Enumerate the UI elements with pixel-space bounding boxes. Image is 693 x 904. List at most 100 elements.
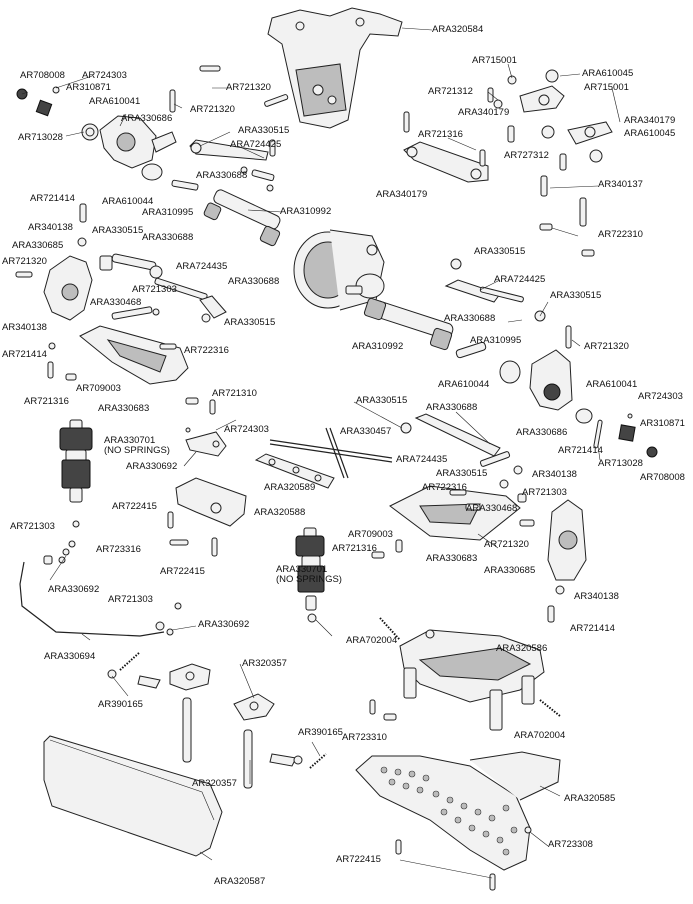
hinge-pins [269,427,393,479]
label-ar715001-a: AR715001 [472,55,517,66]
leader-lines [21,27,621,879]
label-ar390165-a: AR390165 [98,699,143,710]
label-ar722415-b: AR722415 [160,566,205,577]
label-ara330701-a-note: (NO SPRINGS) [104,445,170,456]
label-ar715001-b: AR715001 [584,82,629,93]
right-tie-rod [400,413,523,489]
label-ar721316-top: AR721316 [418,129,463,140]
steering-linkage-right [444,258,572,349]
label-ar727312: AR727312 [504,150,549,161]
label-ara310995-a: ARA310995 [142,207,194,218]
label-ara724435-b: ARA724435 [396,454,448,465]
steering-bellcrank-right [487,69,613,171]
label-ara330515-f: ARA330515 [356,395,408,406]
label-ara330685-a: ARA330685 [12,240,64,251]
label-ara340179-b: ARA340179 [624,115,676,126]
label-ara330694: ARA330694 [44,651,96,662]
label-ara330686: ARA330686 [121,113,173,124]
label-ara330515-c: ARA330515 [224,317,276,328]
label-ar721320-l: AR721320 [2,256,47,267]
label-ar724303: AR724303 [82,70,127,81]
label-ar723308: AR723308 [548,839,593,850]
drag-link [403,111,489,183]
body-posts [169,663,275,789]
label-ar340138-b: AR340138 [2,322,47,333]
label-ara330692-b: ARA330692 [48,584,100,595]
label-ar340137: AR340137 [598,179,643,190]
label-ar390165-b: AR390165 [298,727,343,738]
label-ar721414-c: AR721414 [558,445,603,456]
left-shock [59,419,93,528]
label-ara330683-a: ARA330683 [98,403,150,414]
label-ar722310: AR722310 [598,229,643,240]
label-ar721316-b: AR721316 [332,543,377,554]
label-ara330515-a: ARA330515 [238,125,290,136]
turnbuckle-spring-right [269,753,327,769]
label-ar721320-top: AR721320 [226,82,271,93]
label-ar724303-r: AR724303 [638,391,683,402]
front-left-hub [16,86,177,181]
label-ara330688-a: ARA330688 [196,170,248,181]
label-ara330686-r: ARA330686 [516,427,568,438]
label-ar721320-b: AR721320 [484,539,529,550]
skid-plate [355,751,561,891]
sway-bar [19,540,182,637]
label-ara330468-a: ARA330468 [90,297,142,308]
steering-linkage-left [171,139,276,192]
label-ara340179-a: ARA340179 [458,107,510,118]
label-ara330457: ARA330457 [340,426,392,437]
label-ara610045-b: ARA610045 [624,128,676,139]
bumper-mount-bracket [167,477,247,557]
label-ar340138-c: AR340138 [532,469,577,480]
label-ara724425-b: ARA724425 [494,274,546,285]
label-ar721310: AR721310 [212,388,257,399]
shock-mount-parts [185,397,227,457]
label-ara310995-b: ARA310995 [470,335,522,346]
turnbuckle-spring-left [107,651,161,689]
label-ar724303-m: AR724303 [224,424,269,435]
label-ar320357-a: AR320357 [242,658,287,669]
left-tie-rod [111,277,227,323]
label-ara610044-a: ARA610044 [102,196,154,207]
label-ar722415-c: AR722415 [336,854,381,865]
label-ara320586: ARA320586 [496,643,548,654]
pins-top [169,65,289,113]
label-ara310992-a: ARA310992 [280,206,332,217]
label-ara320589: ARA320589 [264,482,316,493]
label-ara610041-r: ARA610041 [586,379,638,390]
label-ara330688-b: ARA330688 [142,232,194,243]
label-ar721316-a: AR721316 [24,396,69,407]
rear-chassis-brace [369,617,561,731]
left-lower-arm [47,325,189,385]
label-ar320357-b: AR320357 [192,778,237,789]
label-ar721414-a: AR721414 [30,193,75,204]
label-ar713028: AR713028 [18,132,63,143]
label-ara330692-c: ARA330692 [198,619,250,630]
label-ara330515-e: ARA330515 [550,290,602,301]
label-ara330701-b-code: ARA330701 [276,564,328,575]
differential-gearbox [293,229,385,311]
label-ara340179-c: ARA340179 [376,189,428,200]
label-ara610041: ARA610041 [89,96,141,107]
label-ara320585: ARA320585 [564,793,616,804]
label-ara702004-b: ARA702004 [514,730,566,741]
label-ar721312: AR721312 [428,86,473,97]
label-ar721303-d: AR721303 [108,594,153,605]
label-ar310871: AR310871 [66,82,111,93]
label-ara330701-a: ARA330701 (NO SPRINGS) [104,436,170,456]
label-ar722415-a: AR722415 [112,501,157,512]
right-steering-knuckle [529,349,658,458]
label-ar340138-a: AR340138 [28,222,73,233]
label-ara330683-b: ARA330683 [426,553,478,564]
left-steering-knuckle [15,203,163,321]
label-ara610045-a: ARA610045 [582,68,634,79]
label-ar721320-top2: AR721320 [190,104,235,115]
label-ara320588: ARA320588 [254,507,306,518]
label-ar721414-d: AR721414 [570,623,615,634]
label-ara330701-a-code: ARA330701 [104,435,156,446]
label-ar709003-b: AR709003 [348,529,393,540]
label-ara330688-c: ARA330688 [228,276,280,287]
label-ar722316-a: AR722316 [184,345,229,356]
